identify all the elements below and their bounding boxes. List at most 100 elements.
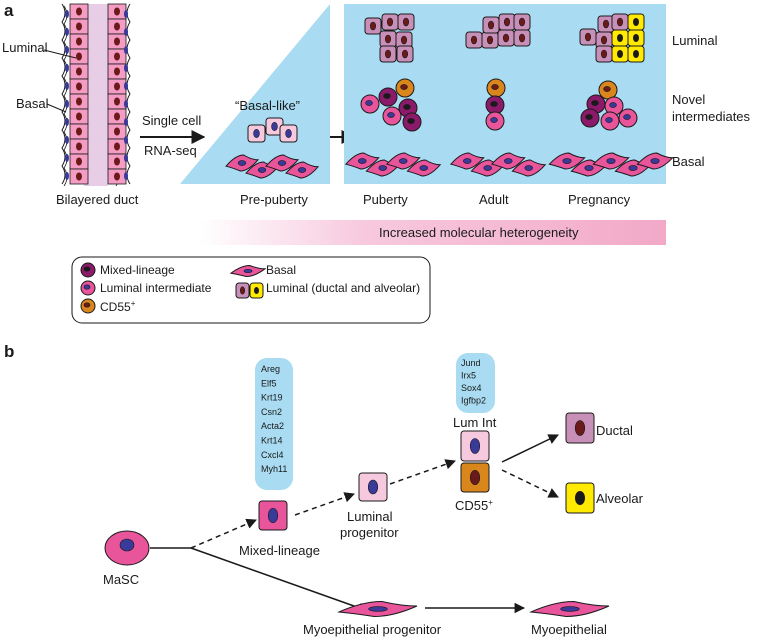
- duct-luminal-cell: [107, 18, 127, 35]
- lum-int-cell: [460, 430, 490, 462]
- luminal-intermediate-cell: [600, 111, 620, 131]
- cd55-cell: [395, 78, 415, 98]
- gene-krt19: Krt19: [261, 393, 283, 403]
- luminal-cell: [611, 13, 629, 31]
- basal-cell: [511, 159, 547, 177]
- basal-cell: [265, 154, 300, 172]
- stage-label-pregnancy: Pregnancy: [568, 192, 631, 207]
- basal-swatch: [229, 264, 267, 278]
- gene-krt14: Krt14: [261, 436, 283, 446]
- lum-int-label: Lum Int: [453, 415, 497, 430]
- masc-label: MaSC: [103, 572, 139, 587]
- gene-sox4: Sox4: [461, 383, 482, 393]
- luminal-cell: [379, 45, 397, 63]
- duct-basal-nucleus: [124, 100, 128, 108]
- lineage-arrows: [150, 434, 559, 614]
- duct-luminal-cell: [69, 33, 89, 50]
- luminal-cell: [465, 31, 483, 49]
- alveolar-cell: [565, 482, 595, 514]
- alveolar-swatch: [249, 282, 264, 299]
- legend-cd55: CD55+: [100, 299, 136, 314]
- duct-basal-nucleus: [65, 100, 69, 108]
- duct-basal-nucleus: [65, 172, 69, 180]
- duct-outline: [126, 3, 131, 185]
- alveolar-cell: [611, 45, 629, 63]
- duct-luminal-cell: [69, 78, 89, 95]
- pre-puberty-triangle: [180, 4, 330, 184]
- myoepithelial-cell: [529, 600, 610, 618]
- duct-luminal-cell: [107, 123, 127, 140]
- row-label-basal: Basal: [672, 154, 705, 169]
- luminal-cell: [381, 13, 399, 31]
- duct-basal-nucleus: [65, 118, 69, 126]
- duct-luminal-cell: [107, 63, 127, 80]
- basal-pointer: [46, 103, 67, 113]
- panel-a-letter: a: [4, 1, 14, 20]
- basal-cell: [548, 152, 586, 170]
- mixed-lineage-cell: [258, 500, 288, 531]
- cd55-cell: [460, 462, 490, 493]
- luminal-intermediate-cell: [485, 111, 505, 131]
- gene-elf5: Elf5: [261, 378, 277, 388]
- ductal-label: Ductal: [596, 423, 633, 438]
- stage-label-pre-puberty: Pre-puberty: [240, 192, 308, 207]
- duct-basal-nucleus: [124, 10, 128, 18]
- luminal-progenitor-label-1: Luminal: [347, 509, 393, 524]
- row-label-intermediates: intermediates: [672, 109, 751, 124]
- gene-irx5: Irx5: [461, 371, 476, 381]
- duct-caption: Bilayered duct: [56, 192, 139, 207]
- stage-label-adult: Adult: [479, 192, 509, 207]
- basal-sheet: [225, 154, 320, 179]
- luminal-intermediate-swatch: [80, 280, 96, 296]
- duct-luminal-cell: [69, 168, 89, 185]
- basal-cell: [285, 161, 320, 179]
- duct-basal-nucleus: [124, 118, 128, 126]
- duct-luminal-label: Luminal: [2, 40, 48, 55]
- duct-basal-nucleus: [124, 46, 128, 54]
- basal-cell: [385, 152, 421, 170]
- luminal-intermediate-cell: [360, 94, 380, 114]
- myoepithelial-label: Myoepithelial: [531, 622, 607, 637]
- luminal-cell: [379, 30, 397, 48]
- luminal-progenitor-label-2: progenitor: [340, 525, 399, 540]
- luminal-cell: [396, 45, 414, 63]
- basal-cell: [592, 152, 630, 170]
- luminal-cell: [397, 13, 415, 31]
- luminal-cell: [579, 28, 597, 46]
- legend-basal: Basal: [266, 263, 296, 277]
- duct-luminal-cell: [69, 48, 89, 65]
- basal-sheet: [449, 152, 547, 177]
- duct-basal-nucleus: [65, 82, 69, 90]
- legend-luminal: Luminal (ductal and alveolar): [266, 281, 420, 295]
- duct-luminal-cell: [69, 153, 89, 170]
- luminal-cell: [513, 29, 531, 47]
- duct-luminal-cell: [69, 138, 89, 155]
- mixed-lineage-swatch: [80, 262, 96, 278]
- cd55-cell: [486, 78, 506, 98]
- duct-basal-nucleus: [65, 28, 69, 36]
- basal-cell: [490, 152, 526, 170]
- mixed-lineage-label: Mixed-lineage: [239, 543, 320, 558]
- mixed-lineage-cell: [485, 95, 505, 115]
- luminal-cell: [481, 31, 499, 49]
- stage-label-puberty: Puberty: [363, 192, 408, 207]
- ductal-swatch: [235, 282, 250, 299]
- luminal-cell: [482, 16, 500, 34]
- lineage-cells: [104, 412, 610, 618]
- duct-basal-nucleus: [65, 46, 69, 54]
- heterogeneity-label: Increased molecular heterogeneity: [379, 225, 579, 240]
- myo-progenitor-label: Myoepithelial progenitor: [303, 622, 442, 637]
- mixed-lineage-cell: [402, 112, 422, 132]
- gene-jund: Jund: [461, 358, 481, 368]
- bilayered-duct: [61, 3, 131, 187]
- myoepithelial-progenitor-cell: [337, 600, 418, 618]
- gene-box-2: [456, 353, 495, 413]
- duct-luminal-cell: [107, 48, 127, 65]
- luminal-pointer: [43, 49, 77, 59]
- duct-basal-nucleus: [124, 28, 128, 36]
- duct-outline: [61, 3, 66, 185]
- ductal-cell: [565, 412, 595, 444]
- duct-basal-nucleus: [124, 136, 128, 144]
- cd55-cell: [598, 80, 618, 100]
